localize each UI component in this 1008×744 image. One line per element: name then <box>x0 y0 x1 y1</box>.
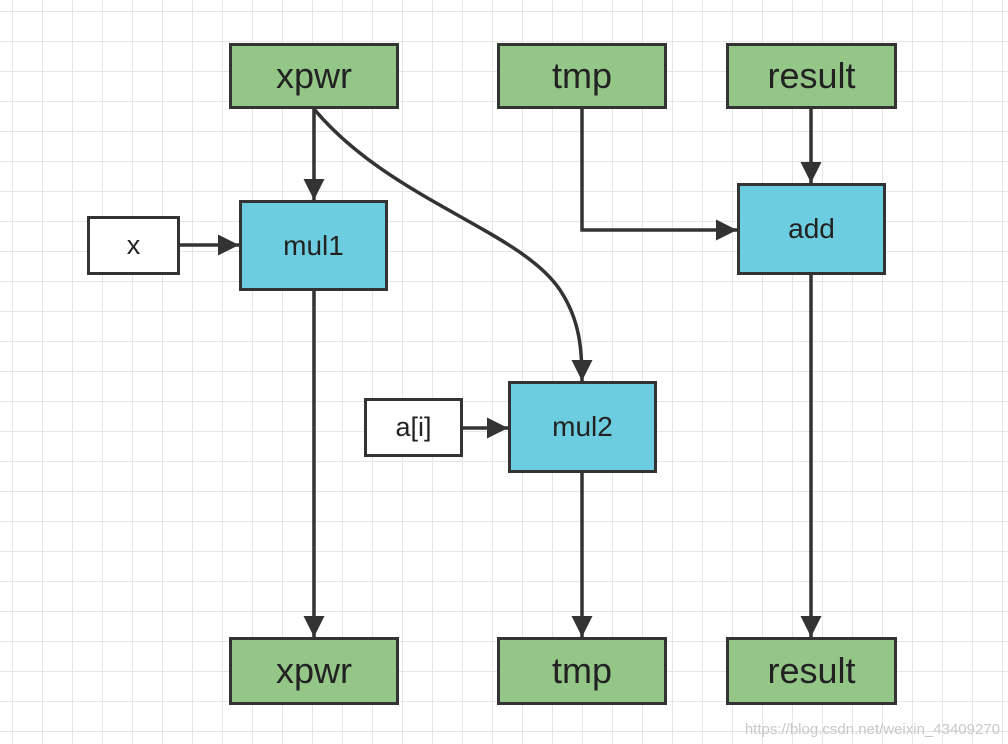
edge-xpwr-to-mul2 <box>312 107 593 382</box>
watermark-text: https://blog.csdn.net/weixin_43409270 <box>744 721 1000 738</box>
node-tmp-output: tmp <box>497 637 667 705</box>
edge-tmp-to-add <box>580 109 737 241</box>
node-a-i-input: a[i] <box>364 398 463 457</box>
node-tmp-input: tmp <box>497 43 667 109</box>
node-mul1: mul1 <box>239 200 388 291</box>
node-result-input: result <box>726 43 897 109</box>
node-add: add <box>737 183 886 275</box>
node-mul2: mul2 <box>508 381 657 473</box>
node-xpwr-input: xpwr <box>229 43 399 109</box>
node-x-input: x <box>87 216 180 275</box>
node-xpwr-output: xpwr <box>229 637 399 705</box>
node-result-output: result <box>726 637 897 705</box>
